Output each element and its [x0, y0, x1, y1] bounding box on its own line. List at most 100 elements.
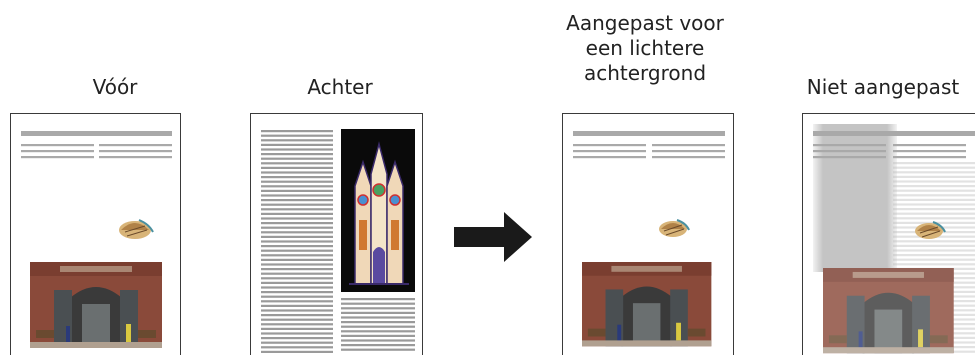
back-text-line [261, 249, 333, 252]
back-text-line [261, 222, 333, 225]
not-adjusted-page-drawing [813, 124, 975, 354]
front-page [10, 113, 181, 355]
back-text-line [261, 130, 333, 133]
faded-text-line [893, 185, 975, 188]
heading-bar [21, 131, 172, 136]
back-text-line [341, 325, 415, 328]
back-text-line [341, 302, 415, 305]
text-line [813, 144, 886, 147]
back-text-line [341, 339, 415, 342]
church-illustration [349, 141, 409, 285]
back-text-line [261, 185, 333, 188]
back-text-line [341, 321, 415, 324]
back-text-line [261, 327, 333, 330]
text-line [813, 156, 886, 159]
text-line [652, 156, 725, 159]
back-text-line [261, 134, 333, 137]
back-text-line [261, 203, 333, 206]
faded-text-line [893, 212, 975, 215]
back-text-line [261, 194, 333, 197]
back-text-line [261, 212, 333, 215]
faded-text-line [893, 258, 975, 261]
text-line [573, 150, 646, 153]
back-text-line [341, 311, 415, 314]
back-text-line [261, 300, 333, 303]
caption-niet-aangepast: Niet aangepast [806, 75, 960, 99]
back-text-line [261, 337, 333, 340]
faded-text-line [893, 217, 975, 220]
text-line [21, 150, 94, 153]
text-line [893, 150, 966, 153]
text-line [99, 144, 172, 147]
text-line [99, 156, 172, 159]
back-text-line [261, 332, 333, 335]
seashell-icon [659, 219, 690, 237]
text-line [573, 156, 646, 159]
back-text-line [261, 350, 333, 353]
back-text-line [261, 346, 333, 349]
back-text-line [341, 298, 415, 301]
faded-text-line [893, 180, 975, 183]
text-line [893, 144, 966, 147]
back-text-line [261, 277, 333, 280]
faded-text-line [893, 240, 975, 243]
back-text-line [261, 323, 333, 326]
text-line [21, 156, 94, 159]
faded-text-line [893, 175, 975, 178]
back-page [250, 113, 423, 355]
back-text-line [261, 217, 333, 220]
faded-text-line [893, 249, 975, 252]
faded-text-line [893, 194, 975, 197]
back-text-line [261, 304, 333, 307]
heading-bar [813, 131, 975, 136]
back-text-line [261, 309, 333, 312]
back-text-line [261, 148, 333, 151]
back-text-line [261, 281, 333, 284]
seashell-icon [915, 221, 946, 239]
back-text-line [261, 176, 333, 179]
adjusted-page-drawing [573, 131, 725, 347]
back-text-line [261, 245, 333, 248]
back-text-line [261, 139, 333, 142]
back-text-line [261, 268, 333, 271]
back-text-line [261, 171, 333, 174]
back-text-line [341, 307, 415, 310]
faded-text-line [893, 208, 975, 211]
back-text-line [261, 341, 333, 344]
text-line [21, 144, 94, 147]
back-text-line [261, 166, 333, 169]
back-text-line [261, 153, 333, 156]
back-text-line [261, 235, 333, 238]
back-text-line [261, 286, 333, 289]
faded-text-line [893, 166, 975, 169]
back-text-line [261, 162, 333, 165]
back-text-line [261, 189, 333, 192]
back-text-line [261, 231, 333, 234]
back-text-line [341, 348, 415, 351]
back-text-line [261, 180, 333, 183]
back-text-line [261, 199, 333, 202]
faded-text-line [893, 244, 975, 247]
back-text-line [341, 330, 415, 333]
front-page-drawing [21, 131, 172, 348]
faded-text-line [893, 162, 975, 165]
back-text-line [261, 208, 333, 211]
text-line [573, 144, 646, 147]
caption-voor: Vóór [92, 75, 138, 99]
back-text-line [261, 295, 333, 298]
text-line [652, 144, 725, 147]
back-text-line [261, 254, 333, 257]
building-entrance-photo [823, 268, 954, 354]
back-text-line [261, 272, 333, 275]
back-text-line [341, 334, 415, 337]
text-line [813, 150, 886, 153]
back-text-line [261, 291, 333, 294]
back-text-line [261, 314, 333, 317]
back-text-line [261, 240, 333, 243]
faded-text-line [893, 171, 975, 174]
faded-text-line [893, 189, 975, 192]
seashell-icon [119, 219, 154, 239]
building-entrance-photo [582, 262, 712, 347]
back-page-drawing [261, 129, 415, 353]
faded-text-line [893, 263, 975, 266]
